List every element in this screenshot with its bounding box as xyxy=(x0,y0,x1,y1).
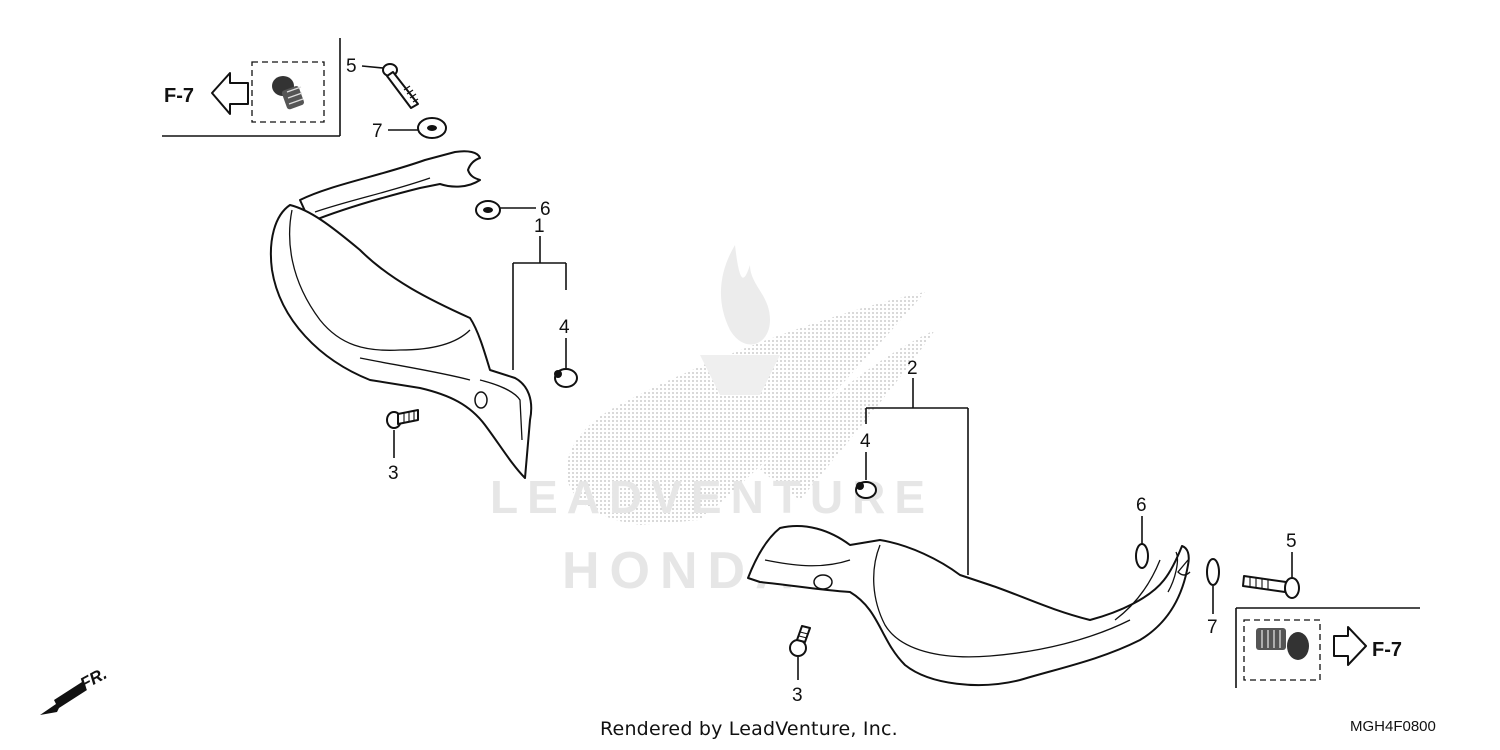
callout-1: 1 xyxy=(534,216,545,237)
left-reference-arrow-icon xyxy=(211,72,249,115)
left-screw-part xyxy=(386,409,419,429)
right-collar-part xyxy=(1135,543,1149,569)
callout-6-right: 6 xyxy=(1136,495,1147,516)
callout-3-right: 3 xyxy=(792,685,803,706)
callout-2: 2 xyxy=(907,358,918,379)
left-bolt-part xyxy=(382,63,419,109)
left-reference-label: F-7 xyxy=(164,85,194,107)
left-reference-bolt-icon xyxy=(272,76,304,110)
callout-7-right: 7 xyxy=(1207,617,1218,638)
left-reference-box: F-7 xyxy=(162,38,341,137)
right-reference-bolt-icon xyxy=(1256,628,1309,660)
callout-5-right: 5 xyxy=(1286,531,1297,552)
forward-direction-indicator: FR. xyxy=(40,664,110,715)
left-clip-part xyxy=(554,368,578,388)
diagram-code: MGH4F0800 xyxy=(1350,718,1436,735)
callout-6-left: 6 xyxy=(540,199,551,220)
honda-wing-watermark: HONDA LEADVENTURE xyxy=(490,245,935,600)
right-handguard xyxy=(747,524,1191,686)
right-clip-part xyxy=(855,481,877,499)
left-handguard xyxy=(269,150,533,479)
right-reference-arrow-icon xyxy=(1333,626,1367,666)
callout-4-right: 4 xyxy=(860,431,871,452)
left-collar-part xyxy=(475,200,501,220)
right-reference-box: F-7 xyxy=(1235,607,1420,688)
right-screw-part xyxy=(789,625,811,657)
forward-arrow-icon xyxy=(40,682,87,715)
callout-4-left: 4 xyxy=(559,317,570,338)
leader-lines xyxy=(361,65,1293,680)
left-washer-part xyxy=(417,117,447,139)
callout-7-left: 7 xyxy=(372,121,383,142)
callout-5-left: 5 xyxy=(346,56,357,77)
callout-3-left: 3 xyxy=(388,463,399,484)
right-washer-part xyxy=(1206,558,1220,586)
right-bolt-part xyxy=(1242,575,1300,599)
rendered-by-credit: Rendered by LeadVenture, Inc. xyxy=(600,718,898,740)
leadventure-watermark-text: LEADVENTURE xyxy=(490,471,934,523)
right-reference-label: F-7 xyxy=(1372,639,1402,661)
